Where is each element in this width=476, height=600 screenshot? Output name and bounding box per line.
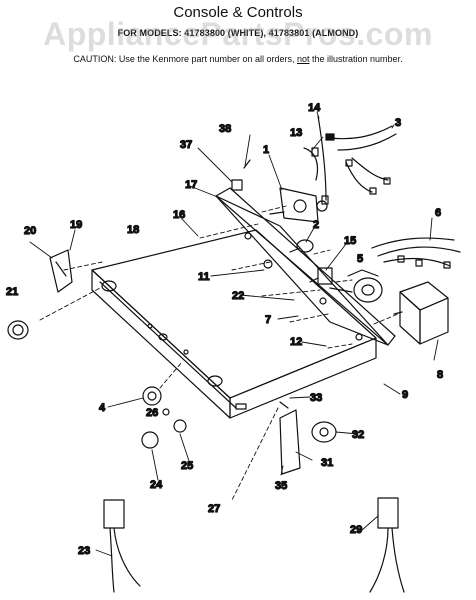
label-33: 33	[310, 392, 322, 404]
label-25: 25	[181, 460, 193, 472]
label-35: 35	[275, 480, 287, 492]
switch-part-20	[49, 249, 73, 293]
knob-21	[7, 320, 29, 340]
label-14: 14	[308, 102, 321, 114]
control-box-part	[393, 281, 449, 345]
knob-parts	[141, 386, 187, 449]
switch-part	[289, 239, 314, 253]
wire-harness-29	[369, 497, 405, 593]
label-23: 23	[78, 545, 90, 557]
timer-part	[269, 187, 328, 223]
label-7: 7	[265, 314, 271, 326]
label-4: 4	[99, 402, 106, 414]
label-19: 19	[70, 219, 82, 231]
leader-lines	[29, 111, 439, 557]
label-16: 16	[173, 209, 185, 221]
label-24: 24	[150, 479, 163, 491]
wire-harness-3	[325, 125, 397, 195]
label-29: 29	[350, 524, 362, 536]
wire-parts-13-14	[303, 115, 329, 205]
motor-part	[329, 269, 383, 303]
caution-suffix: the illustration number.	[309, 54, 403, 64]
label-21: 21	[6, 286, 18, 298]
label-27: 27	[208, 503, 220, 515]
label-9: 9	[402, 389, 408, 401]
diagram-title: Console & Controls	[173, 4, 303, 21]
label-18: 18	[127, 224, 139, 236]
bracket-part-38	[231, 159, 251, 191]
label-26: 26	[146, 407, 158, 419]
back-panel	[215, 187, 396, 346]
label-22: 22	[232, 290, 244, 302]
label-11: 11	[198, 271, 210, 283]
label-8: 8	[437, 369, 443, 381]
label-31: 31	[321, 457, 333, 469]
models-line: FOR MODELS: 41783800 (WHITE), 41783801 (…	[117, 28, 359, 38]
label-2: 2	[313, 219, 319, 231]
label-3: 3	[395, 117, 401, 129]
console-panel	[91, 229, 377, 419]
label-38: 37	[180, 139, 192, 151]
label-5: 5	[357, 253, 363, 265]
label-37: 38	[219, 123, 231, 135]
label-12: 12	[290, 336, 302, 348]
switch-part-15	[309, 267, 333, 285]
caution-emphasis: not	[297, 54, 310, 64]
label-13: 13	[290, 127, 302, 139]
label-15: 15	[344, 235, 356, 247]
caution-note: CAUTION: Use the Kenmore part number on …	[0, 54, 476, 64]
assembly-guide-lines	[39, 205, 399, 501]
part-labels: 38 37 1 13 14 3 17 16 2 6 15 5 19 20 18 …	[5, 101, 443, 557]
label-17: 17	[185, 179, 197, 191]
wire-harness-23	[103, 499, 141, 593]
wire-harness-6	[371, 237, 461, 269]
label-1: 1	[263, 144, 269, 156]
caution-prefix: CAUTION: Use the Kenmore part number on …	[73, 54, 297, 64]
label-6: 6	[435, 207, 441, 219]
label-32: 32	[352, 429, 364, 441]
label-20: 20	[24, 225, 36, 237]
